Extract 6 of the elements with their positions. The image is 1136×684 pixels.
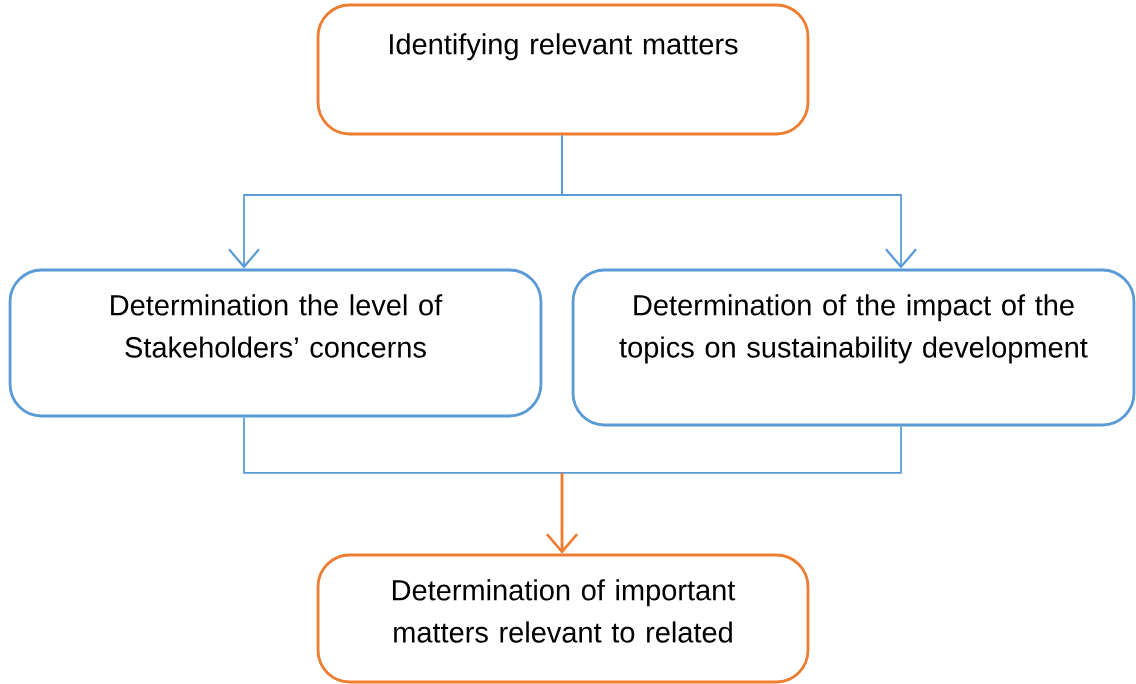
process-box: Identifying relevant matters [316, 3, 810, 136]
arrow [546, 425, 902, 554]
arrow [561, 134, 917, 269]
process-box: Determination of important matters relevant to related [316, 553, 810, 684]
process-box: Determination of the impact of the topics on sustainability development [571, 268, 1136, 427]
process-box: Determination the level of Stakeholders’ concerns [8, 268, 543, 418]
